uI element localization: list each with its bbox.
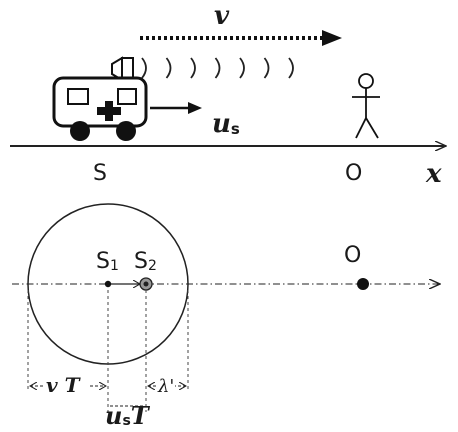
bottom-observer-label: O [344,243,361,268]
source-speed-label: us [212,109,240,139]
axis-label: x [425,159,442,189]
sound-wave-arcs [141,57,294,79]
sound-arc [190,57,196,79]
sound-arc [288,57,294,79]
bottom-scene: S1 S2 O v T λ' usT [12,203,440,430]
wave-velocity-arrowhead [322,30,342,46]
ambulance-icon [52,56,148,141]
dimension-guides [27,290,189,412]
wheel-icon [116,121,136,141]
source-label: S [93,161,107,186]
wave-speed-label: v [214,1,230,31]
sound-arc [263,57,270,79]
observer-figure-icon [352,73,380,139]
lambda-dimension-label: λ' [157,376,174,397]
s1-point [104,280,112,288]
vt-dimension-label: v T [46,373,82,397]
sound-arc [214,57,221,79]
medical-cross-icon [97,101,121,121]
wheel-icon [70,121,90,141]
ust-dimension-label: usT [105,401,151,430]
sound-arc [165,57,172,79]
s2-label: S2 [134,249,157,274]
observer-label: O [345,161,362,186]
observer-point [357,278,369,290]
top-scene: v us [10,1,446,189]
sound-arc [141,57,147,79]
s1-label: S1 [96,249,119,274]
sound-arc [239,57,245,79]
